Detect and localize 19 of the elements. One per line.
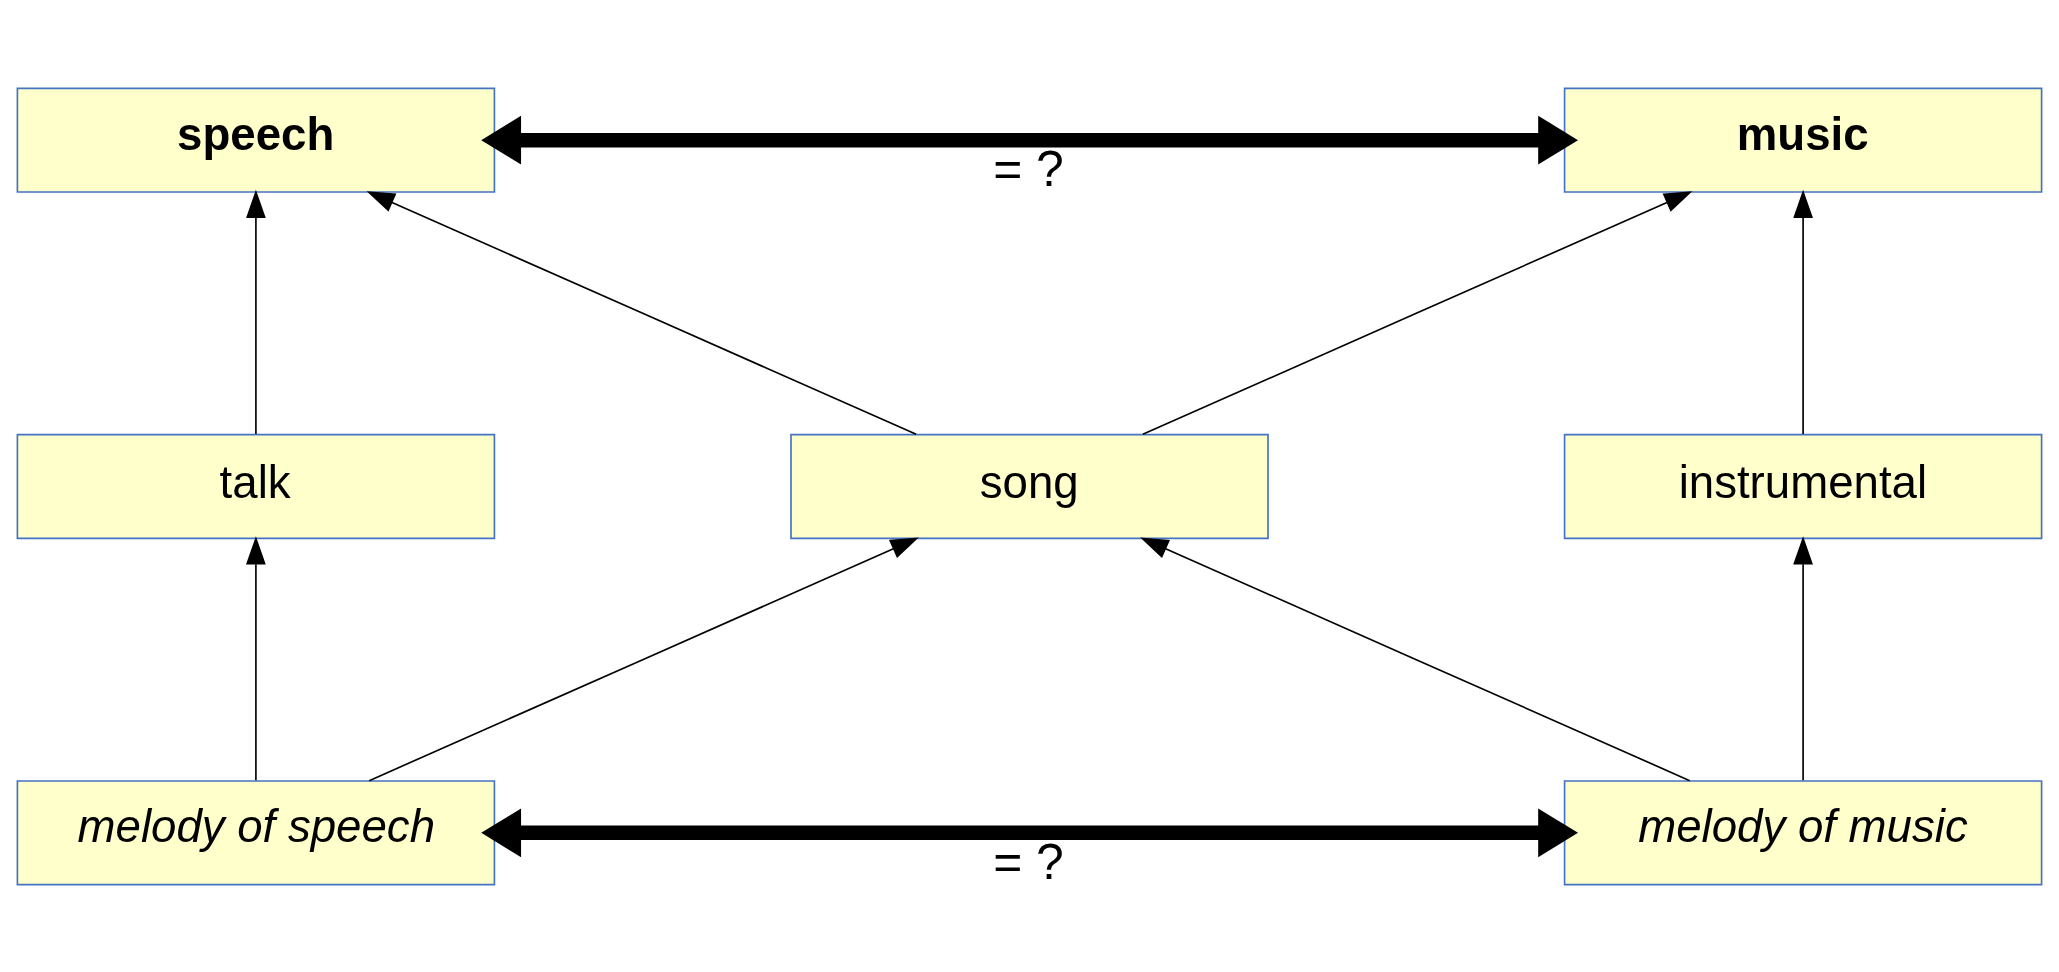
- arrow: [1793, 535, 1813, 781]
- node-box: song: [790, 433, 1269, 539]
- node-box: instrumental: [1563, 433, 2043, 539]
- arrow: [246, 189, 266, 435]
- edge-label: = ?: [993, 833, 1064, 890]
- arrow: [481, 115, 1578, 165]
- arrow: [368, 537, 919, 781]
- arrow: [1793, 189, 1813, 435]
- node-box: music: [1563, 86, 2043, 193]
- node-box: melody of music: [1563, 779, 2043, 886]
- arrow: [1140, 537, 1691, 781]
- arrow: [366, 190, 917, 435]
- node-box: speech: [16, 86, 496, 193]
- node-box: melody of speech: [16, 779, 496, 886]
- arrow: [481, 807, 1578, 857]
- arrow: [1142, 190, 1693, 435]
- arrow: [246, 535, 266, 781]
- edge-label: = ?: [993, 140, 1064, 197]
- node-box: talk: [16, 433, 496, 539]
